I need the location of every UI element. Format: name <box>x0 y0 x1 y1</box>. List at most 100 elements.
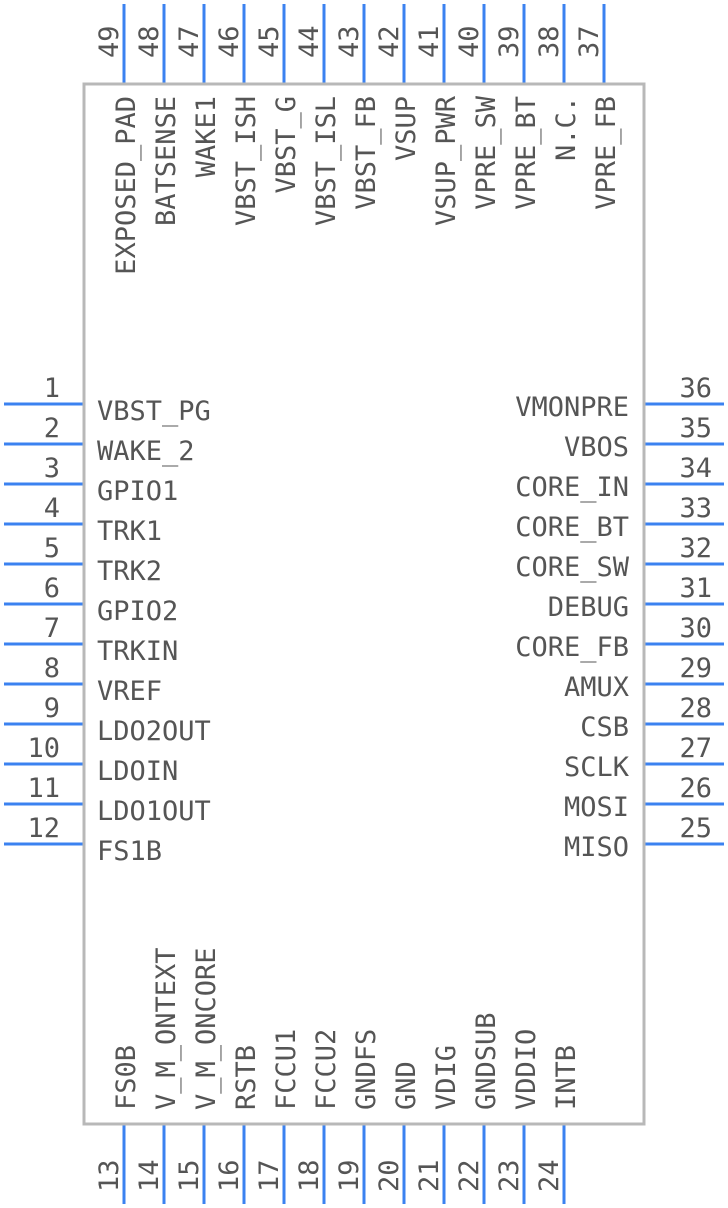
pin-24-number: 24 <box>534 1159 565 1192</box>
pin-10-number: 10 <box>27 733 60 764</box>
pin-49-number: 49 <box>94 25 125 58</box>
pin-14-number: 14 <box>134 1159 165 1192</box>
pin-17-name: FCCU1 <box>271 1029 302 1110</box>
pin-30-number: 30 <box>679 613 712 644</box>
pin-11-name: LDO1OUT <box>97 796 211 827</box>
pin-5-name: TRK2 <box>97 556 162 587</box>
pin-13-name: FS0B <box>111 1045 142 1110</box>
pin-48-name: BATSENSE <box>151 96 182 226</box>
pin-44-number: 44 <box>294 25 325 58</box>
pin-39-number: 39 <box>494 25 525 58</box>
pin-47-name: WAKE1 <box>191 96 222 177</box>
pin-25-number: 25 <box>679 813 712 844</box>
pin-33-name: CORE_BT <box>515 512 629 543</box>
pin-8-number: 8 <box>44 653 60 684</box>
pin-21-number: 21 <box>414 1159 445 1192</box>
pin-11-number: 11 <box>27 773 60 804</box>
pin-15-number: 15 <box>174 1159 205 1192</box>
pin-12-number: 12 <box>27 813 60 844</box>
pin-21-name: VDIG <box>431 1045 462 1110</box>
pin-23-number: 23 <box>494 1159 525 1192</box>
pin-40-number: 40 <box>454 25 485 58</box>
pin-2-number: 2 <box>44 413 60 444</box>
pin-2-name: WAKE_2 <box>97 436 195 467</box>
pin-35-name: VBOS <box>564 432 629 463</box>
pin-32-name: CORE_SW <box>515 552 630 583</box>
pin-18-number: 18 <box>294 1159 325 1192</box>
pin-19-name: GNDFS <box>351 1029 382 1110</box>
pin-28-number: 28 <box>679 693 712 724</box>
pin-5-number: 5 <box>44 533 60 564</box>
pin-30-name: CORE_FB <box>515 632 629 663</box>
pin-8-name: VREF <box>97 676 162 707</box>
pin-29-name: AMUX <box>564 672 629 703</box>
pin-37-number: 37 <box>574 25 605 58</box>
pin-35-number: 35 <box>679 413 712 444</box>
pin-42-name: VSUP <box>391 96 422 161</box>
pin-6-name: GPIO2 <box>97 596 178 627</box>
pin-29-number: 29 <box>679 653 712 684</box>
pin-31-name: DEBUG <box>548 592 629 623</box>
pin-4-number: 4 <box>44 493 60 524</box>
pin-49-name: EXPOSED_PAD <box>111 96 142 275</box>
pin-10-name: LDOIN <box>97 756 178 787</box>
pin-12-name: FS1B <box>97 836 162 867</box>
pin-48-number: 48 <box>134 25 165 58</box>
pin-47-number: 47 <box>174 25 205 58</box>
pin-27-name: SCLK <box>564 752 630 783</box>
pin-17-number: 17 <box>254 1159 285 1192</box>
pin-45-name: VBST_G <box>271 96 302 194</box>
pin-46-name: VBST_ISH <box>231 96 262 226</box>
pin-22-name: GNDSUB <box>471 1012 502 1110</box>
pin-42-number: 42 <box>374 25 405 58</box>
pin-15-name: V_M_ONCORE <box>191 947 222 1110</box>
pin-19-number: 19 <box>334 1159 365 1192</box>
pin-38-name: N.C. <box>551 96 582 161</box>
pin-46-number: 46 <box>214 25 245 58</box>
pin-43-name: VBST_FB <box>351 96 382 210</box>
ic-body <box>82 82 646 1126</box>
pin-22-number: 22 <box>454 1159 485 1192</box>
pin-26-name: MOSI <box>564 792 629 823</box>
pin-16-number: 16 <box>214 1159 245 1192</box>
pin-1-number: 1 <box>44 373 60 404</box>
pin-44-name: VBST_ISL <box>311 96 342 226</box>
pin-23-name: VDDIO <box>511 1029 542 1110</box>
pin-39-name: VPRE_BT <box>511 96 542 210</box>
pin-34-name: CORE_IN <box>515 472 629 503</box>
pin-9-number: 9 <box>44 693 60 724</box>
pin-3-name: GPIO1 <box>97 476 178 507</box>
pin-27-number: 27 <box>679 733 712 764</box>
pin-26-number: 26 <box>679 773 712 804</box>
pin-20-number: 20 <box>374 1159 405 1192</box>
pin-41-name: VSUP_PWR <box>431 95 462 226</box>
pin-24-name: INTB <box>551 1045 582 1110</box>
pin-7-name: TRKIN <box>97 636 178 667</box>
pin-38-number: 38 <box>534 25 565 58</box>
pin-9-name: LDO2OUT <box>97 716 211 747</box>
pin-40-name: VPRE_SW <box>471 95 502 210</box>
pin-16-name: RSTB <box>231 1045 262 1110</box>
pin-36-name: VMONPRE <box>515 392 629 423</box>
pin-4-name: TRK1 <box>97 516 162 547</box>
pin-18-name: FCCU2 <box>311 1029 342 1110</box>
pin-41-number: 41 <box>414 25 445 58</box>
pin-37-name: VPRE_FB <box>591 96 622 210</box>
pin-28-name: CSB <box>580 712 629 743</box>
pin-3-number: 3 <box>44 453 60 484</box>
pin-20-name: GND <box>391 1061 422 1110</box>
pin-13-number: 13 <box>94 1159 125 1192</box>
pin-32-number: 32 <box>679 533 712 564</box>
pin-36-number: 36 <box>679 373 712 404</box>
pin-25-name: MISO <box>564 832 629 863</box>
pin-45-number: 45 <box>254 25 285 58</box>
pins-layer <box>4 4 724 1204</box>
pin-34-number: 34 <box>679 453 712 484</box>
pin-43-number: 43 <box>334 25 365 58</box>
pin-6-number: 6 <box>44 573 60 604</box>
pin-1-name: VBST_PG <box>97 396 211 427</box>
pin-31-number: 31 <box>679 573 712 604</box>
pin-7-number: 7 <box>44 613 60 644</box>
